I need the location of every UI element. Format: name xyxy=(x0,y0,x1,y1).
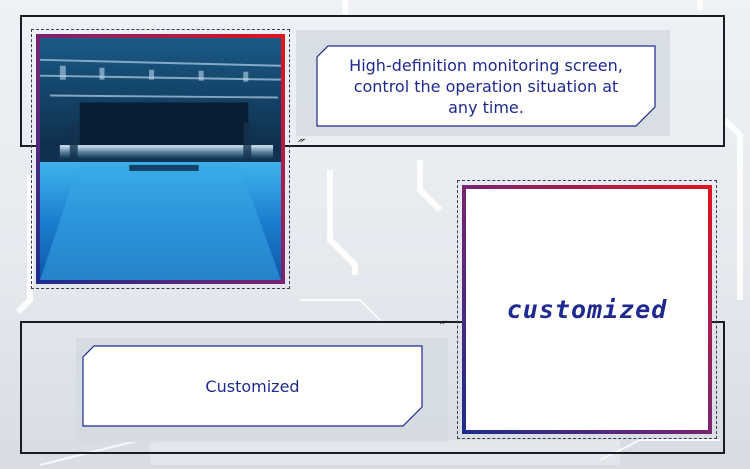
gradient-border xyxy=(36,34,285,284)
customized-caption-box: Customized xyxy=(82,345,423,427)
bottom-outline-frame xyxy=(20,321,725,454)
caption-box-outline xyxy=(316,45,656,127)
monitoring-caption-box: High-definition monitoring screen, contr… xyxy=(316,45,656,127)
monitoring-screen-scene xyxy=(40,38,281,280)
gradient-border: customized xyxy=(462,185,712,434)
caption-box-outline xyxy=(82,345,423,427)
customized-title: customized xyxy=(506,295,668,324)
customized-card-body: customized xyxy=(466,189,708,430)
top-outline-frame xyxy=(20,15,725,147)
monitoring-screen-card xyxy=(31,29,290,289)
monitoring-caption: High-definition monitoring screen, contr… xyxy=(349,55,623,117)
customized-caption: Customized xyxy=(205,376,300,396)
customized-card: customized xyxy=(457,180,717,439)
monitoring-screen-image xyxy=(40,38,281,280)
